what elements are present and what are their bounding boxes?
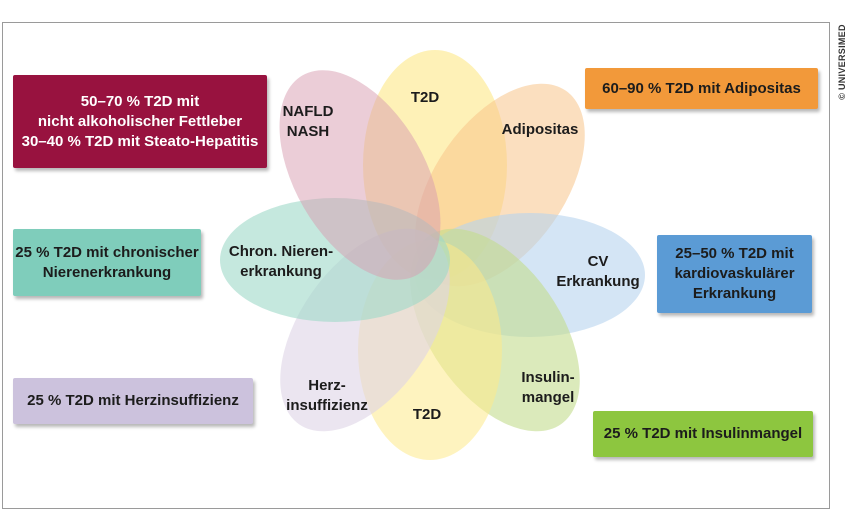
box-herz: 25 % T2D mit Herzinsuffizienz (13, 378, 253, 424)
label-t2d-top: T2D (410, 89, 440, 106)
box-niere: 25 % T2D mit chronischer Nierenerkrankun… (13, 229, 201, 296)
label-herz: Herz- insuffizienz (286, 377, 368, 414)
label-t2d-bottom: T2D (412, 406, 442, 423)
label-nafld: NAFLD NASH (282, 103, 334, 140)
box-cv: 25–50 % T2D mit kardiovaskulärer Erkrank… (657, 235, 812, 313)
label-insulin: Insulin- mangel (521, 369, 575, 406)
label-niere: Chron. Nieren- erkrankung (228, 243, 334, 280)
box-adipositas: 60–90 % T2D mit Adipositas (585, 68, 818, 109)
box-nafld: 50–70 % T2D mit nicht alkoholischer Fett… (13, 75, 267, 168)
label-adipositas: Adipositas (501, 121, 579, 138)
box-insulin: 25 % T2D mit Insulinmangel (593, 411, 813, 457)
copyright-text: © UNIVERSIMED (837, 24, 848, 100)
label-cv: CV Erkrankung (556, 253, 640, 290)
copyright-label: © UNIVERSIMED (832, 22, 852, 102)
petal-nafld (279, 70, 441, 280)
